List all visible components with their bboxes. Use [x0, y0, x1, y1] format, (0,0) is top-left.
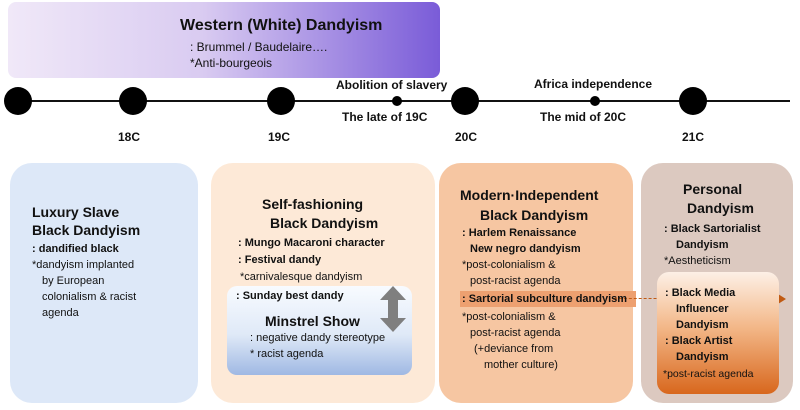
personal-title-1: Personal [683, 181, 743, 197]
luxury-slave-box [10, 163, 198, 403]
minstrel-line-2: * racist agenda [250, 348, 324, 360]
event-late19-label: The late of 19C [342, 110, 428, 124]
self-line-2: : Festival dandy [238, 254, 322, 266]
timeline-node-20c [451, 87, 479, 115]
luxury-line-4: colonialism & racist [42, 291, 137, 303]
timeline-node-africa [590, 96, 600, 106]
self-line-4: : Sunday best dandy [236, 290, 344, 302]
self-line-1: : Mungo Macaroni character [238, 237, 385, 249]
luxury-line-1: : dandified black [32, 243, 119, 255]
modern-line-4: post-racist agenda [470, 275, 561, 287]
modern-line-3: *post-colonialism & [462, 259, 556, 271]
modern-line-8: (+deviance from [474, 343, 554, 355]
personal-inner-line-4: : Black Artist [665, 335, 733, 347]
century-label-20c: 20C [455, 130, 478, 144]
western-line-brummel: : Brummel / Baudelaire…. [190, 40, 328, 54]
timeline-node-18c [119, 87, 147, 115]
personal-line-2: Dandyism [676, 239, 729, 251]
modern-title-1: Modern·Independent [460, 187, 599, 203]
event-mid20-label: The mid of 20C [540, 110, 627, 124]
self-line-3: *carnivalesque dandyism [240, 271, 363, 283]
personal-inner-line-3: Dandyism [676, 319, 729, 331]
sartorial-highlight [460, 291, 636, 307]
self-title-1: Self-fashioning [262, 196, 364, 212]
western-dandyism-title: Western (White) Dandyism [180, 17, 383, 34]
modern-line-5: : Sartorial subculture dandyism [462, 293, 628, 305]
event-abolition-label: Abolition of slavery [336, 78, 448, 92]
personal-inner-line-1: : Black Media [665, 287, 736, 299]
continuation-arrowhead-icon [778, 294, 786, 304]
century-label-19c: 19C [268, 130, 291, 144]
personal-line-1: : Black Sartorialist [664, 223, 761, 235]
century-label-18c: 18C [118, 130, 141, 144]
modern-line-1: : Harlem Renaissance [462, 227, 577, 239]
luxury-title-1: Luxury Slave [32, 204, 120, 220]
event-africa-label: Africa independence [534, 77, 653, 91]
personal-inner-box [657, 272, 779, 394]
luxury-line-5: agenda [42, 307, 79, 319]
luxury-line-3: by European [42, 275, 105, 287]
century-label-21c: 21C [682, 130, 705, 144]
up-down-arrow-icon [380, 286, 406, 332]
timeline-line [14, 100, 790, 102]
western-dandyism-box [8, 2, 440, 78]
minstrel-line-1: : negative dandy stereotype [250, 332, 386, 344]
personal-line-3: *Aestheticism [664, 255, 731, 267]
modern-line-6: *post-colonialism & [462, 311, 556, 323]
modern-line-2: New negro dandyism [470, 243, 581, 255]
luxury-line-2: *dandyism implanted [32, 259, 135, 271]
modern-line-7: post-racist agenda [470, 327, 561, 339]
western-line-antibourgeois: *Anti-bourgeois [190, 56, 273, 70]
minstrel-title: Minstrel Show [265, 313, 360, 329]
timeline-dotted-segment [32, 100, 122, 102]
self-title-2: Black Dandyism [270, 215, 379, 231]
timeline-node-start [4, 87, 32, 115]
luxury-title-2: Black Dandyism [32, 222, 141, 238]
timeline-node-abolition [392, 96, 402, 106]
personal-title-2: Dandyism [687, 200, 754, 216]
modern-title-2: Black Dandyism [480, 207, 589, 223]
timeline-node-21c [679, 87, 707, 115]
personal-inner-line-5: Dandyism [676, 351, 729, 363]
timeline-node-19c [267, 87, 295, 115]
personal-inner-line-2: Influencer [676, 303, 729, 315]
modern-independent-box [439, 163, 633, 403]
personal-inner-line-6: *post-racist agenda [663, 368, 754, 380]
modern-line-9: mother culture) [484, 359, 558, 371]
minstrel-show-box [227, 286, 412, 375]
